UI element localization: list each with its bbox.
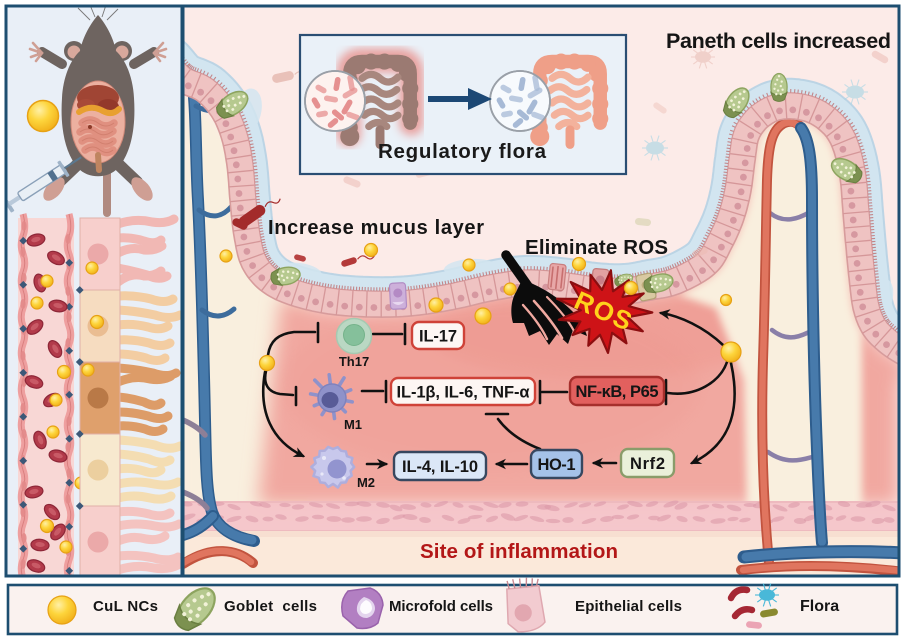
- svg-text:Site of inflammation: Site of inflammation: [420, 540, 618, 563]
- svg-text:CuL NCs: CuL NCs: [93, 598, 158, 615]
- svg-text:Epithelial cells: Epithelial cells: [575, 598, 682, 615]
- svg-text:Regulatory flora: Regulatory flora: [378, 140, 547, 163]
- svg-text:Increase mucus layer: Increase mucus layer: [268, 217, 484, 239]
- svg-text:Eliminate ROS: Eliminate ROS: [525, 236, 668, 259]
- svg-text:Th17: Th17: [339, 354, 369, 369]
- svg-text:IL-4, IL-10: IL-4, IL-10: [402, 458, 478, 476]
- svg-text:Flora: Flora: [800, 598, 839, 615]
- svg-text:IL-17: IL-17: [419, 327, 457, 345]
- svg-text:HO-1: HO-1: [538, 456, 576, 474]
- svg-text:M1: M1: [344, 417, 362, 432]
- svg-text:Paneth cells increased: Paneth cells increased: [666, 29, 891, 53]
- svg-text:Goblet cells: Goblet cells: [224, 598, 317, 615]
- svg-text:IL-1β, IL-6, TNF-α: IL-1β, IL-6, TNF-α: [397, 383, 530, 401]
- svg-text:Microfold cells: Microfold cells: [389, 598, 493, 615]
- svg-text:M2: M2: [357, 475, 375, 490]
- svg-text:NF-κB, P65: NF-κB, P65: [576, 383, 659, 401]
- svg-text:Nrf2: Nrf2: [630, 455, 665, 473]
